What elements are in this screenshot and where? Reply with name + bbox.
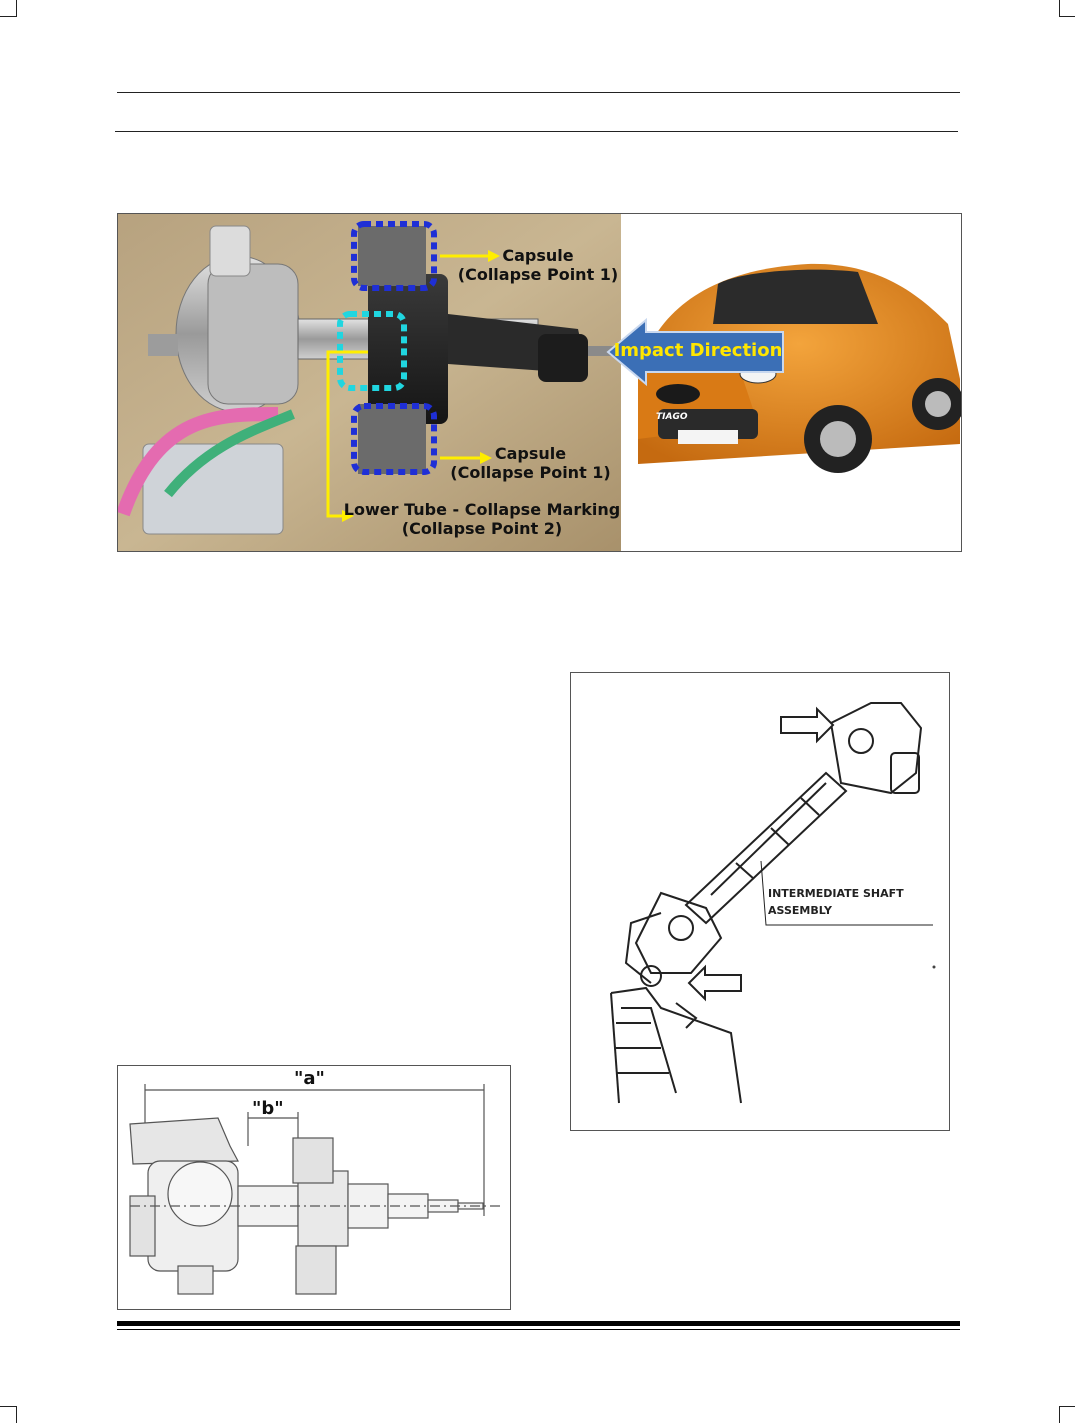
capsule-top-title: Capsule <box>502 246 574 265</box>
lower-tube-subtitle: (Collapse Point 2) <box>401 519 563 538</box>
impact-direction-label: Impact Direction <box>613 340 783 361</box>
header-rule-top <box>117 92 960 93</box>
lower-tube-label: Lower Tube - Collapse Marking (Collapse … <box>342 500 622 538</box>
intermediate-shaft-label-line2: ASSEMBLY <box>768 904 832 917</box>
figure-column-dimensions: "a" "b" <box>117 1065 511 1310</box>
intermediate-shaft-drawing <box>610 702 936 1104</box>
capsule-bottom-label: Capsule (Collapse Point 1) <box>443 444 618 482</box>
lower-tube-title: Lower Tube - Collapse Marking <box>343 500 621 519</box>
capsule-top-label: Capsule (Collapse Point 1) <box>448 246 628 284</box>
crop-mark-bottom-left <box>0 1406 17 1423</box>
figure-steering-column-photo: Capsule (Collapse Point 1) Capsule (Coll… <box>117 213 962 552</box>
capsule-bottom-subtitle: (Collapse Point 1) <box>450 463 611 482</box>
car-image <box>638 263 961 473</box>
intermediate-shaft-label: INTERMEDIATE SHAFT ASSEMBLY <box>768 885 904 919</box>
footer-rule-thick <box>117 1321 960 1326</box>
intermediate-shaft-label-line1: INTERMEDIATE SHAFT <box>768 887 904 900</box>
capsule-top-subtitle: (Collapse Point 1) <box>457 265 619 284</box>
crop-mark-top-right <box>1059 0 1075 17</box>
dimension-b-label: "b" <box>252 1098 284 1119</box>
footer-rule-thin <box>117 1329 960 1330</box>
dimension-a-label: "a" <box>294 1068 325 1089</box>
capsule-bottom-title: Capsule <box>494 444 567 463</box>
crop-mark-bottom-right <box>1059 1406 1075 1423</box>
header-rule-bottom <box>115 131 958 132</box>
steering-column-photo <box>118 214 961 551</box>
figure-intermediate-shaft: INTERMEDIATE SHAFT ASSEMBLY <box>570 672 950 1131</box>
column-dimension-drawing <box>129 1084 503 1295</box>
car-badge: TIAGO <box>656 412 688 422</box>
crop-mark-top-left <box>0 0 17 17</box>
